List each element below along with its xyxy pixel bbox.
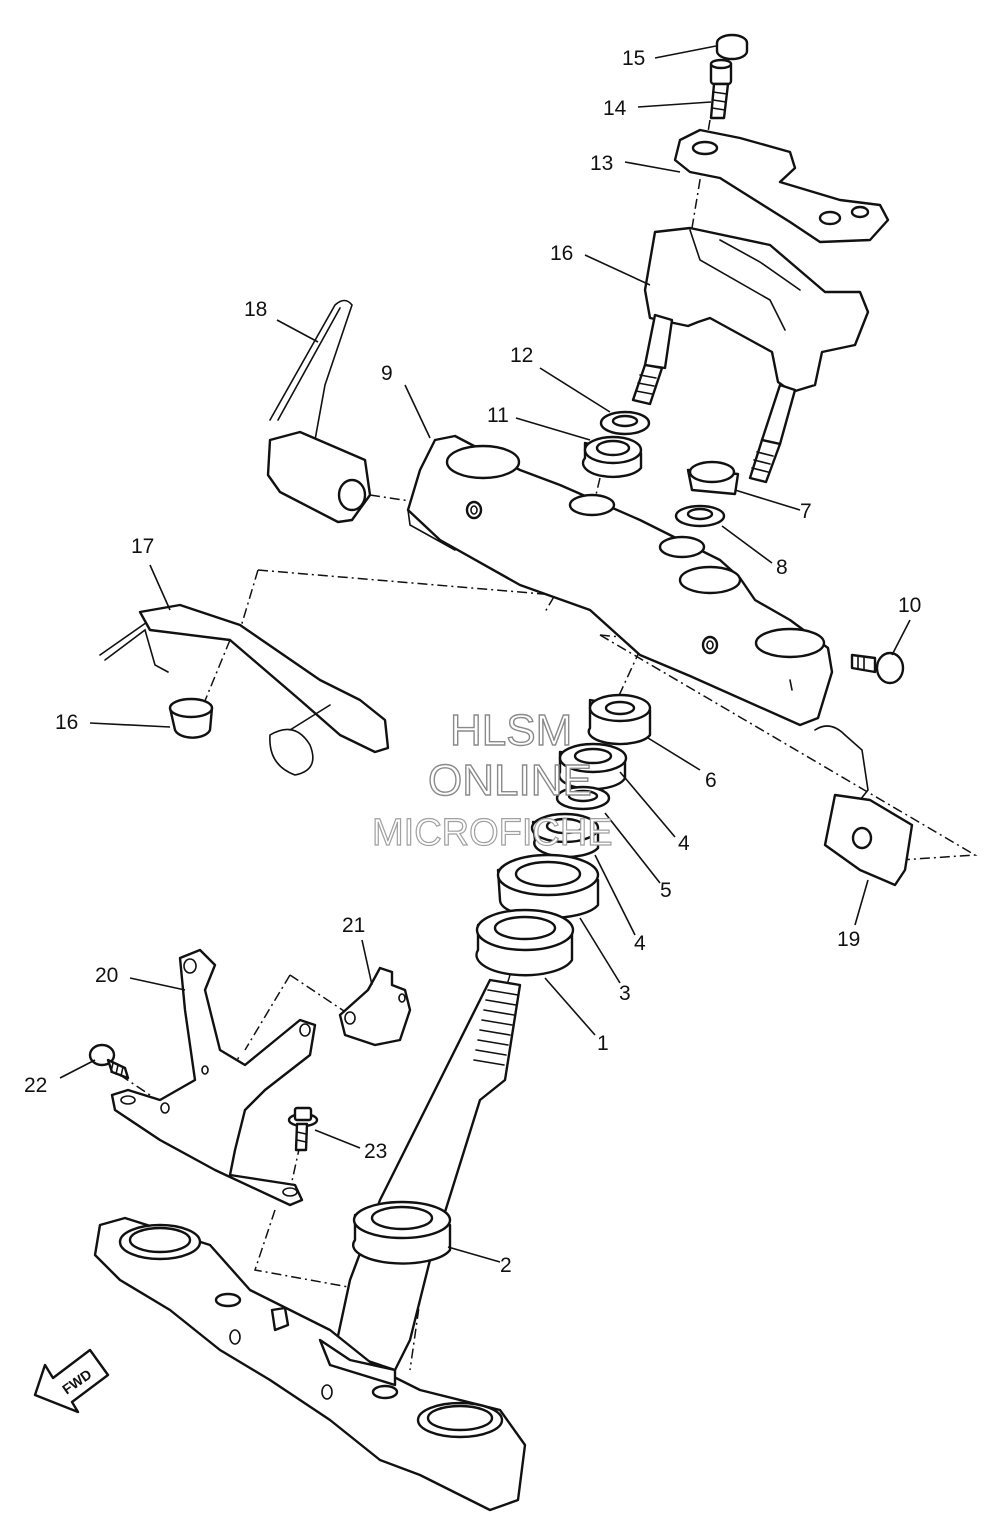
part-5-washer [555, 785, 611, 811]
callout-14: 14 [603, 97, 627, 120]
watermark-line-1: HLSM [450, 706, 572, 755]
callout-16: 16 [550, 242, 573, 265]
part-18-wire-guide [99, 603, 390, 776]
watermark-line-3: MICROFICHE [372, 812, 613, 854]
part-22-bracket [338, 966, 412, 1047]
callout-11: 11 [487, 404, 509, 427]
watermark: HLSM ONLINE MICROFICHE [371, 705, 613, 854]
callout-10: 10 [898, 594, 921, 617]
fwd-direction-arrow: FWD [33, 1348, 110, 1414]
part-17-nut [168, 697, 214, 739]
part-6-ring-nut [587, 693, 652, 746]
under-bracket-stem [93, 978, 527, 1512]
part-3-bearing [496, 853, 600, 920]
part-9-upper-bracket [406, 434, 834, 727]
watermark-line-2: ONLINE [428, 756, 592, 805]
callout-23: 22 [24, 1074, 47, 1097]
callout-20: 19 [837, 928, 860, 951]
part-20-clip [814, 725, 914, 887]
part-24-flange-bolt [287, 1106, 319, 1152]
callout-8: 8 [776, 556, 788, 579]
callout-1: 1 [597, 1032, 609, 1055]
part-15-cap [715, 33, 749, 61]
part-10-bolt [850, 651, 905, 685]
leader-lines [59, 45, 911, 1263]
callout-17: 16 [55, 711, 78, 734]
part-1-bearing [475, 908, 575, 977]
callout-5: 5 [660, 879, 672, 902]
callout-2: 2 [500, 1254, 512, 1277]
callout-3: 3 [619, 982, 631, 1005]
callout-labels: 15 14 13 16 12 11 18 9 7 8 10 17 16 6 4 … [24, 47, 921, 1277]
callout-4-upper: 4 [678, 832, 690, 855]
part-4-upper-washer [558, 742, 628, 791]
callout-19: 18 [244, 298, 267, 321]
callout-6: 6 [705, 769, 717, 792]
callout-9: 9 [381, 362, 393, 385]
callout-24: 23 [364, 1140, 387, 1163]
callout-21: 20 [95, 964, 118, 987]
part-13-upper-holder [673, 128, 890, 244]
part-8-washer [674, 504, 726, 528]
part-12-washer [599, 410, 651, 436]
callout-22: 21 [342, 914, 365, 937]
callout-12: 12 [510, 344, 533, 367]
callout-18: 17 [131, 535, 154, 558]
part-4-lower-nut [530, 812, 600, 859]
part-7-nut [686, 460, 740, 496]
part-11-damper [581, 435, 643, 479]
callout-15: 15 [622, 47, 645, 70]
part-21-stay [110, 948, 317, 1207]
part-14-bolt [709, 58, 733, 120]
part-19-clip [266, 299, 372, 524]
part-16-lower-holder [631, 226, 870, 484]
part-23-bolt [88, 1043, 130, 1080]
callout-7: 7 [800, 500, 812, 523]
callout-4-lower: 4 [634, 932, 646, 955]
part-2-lower-bearing [352, 1200, 452, 1265]
callout-13: 13 [590, 152, 613, 175]
